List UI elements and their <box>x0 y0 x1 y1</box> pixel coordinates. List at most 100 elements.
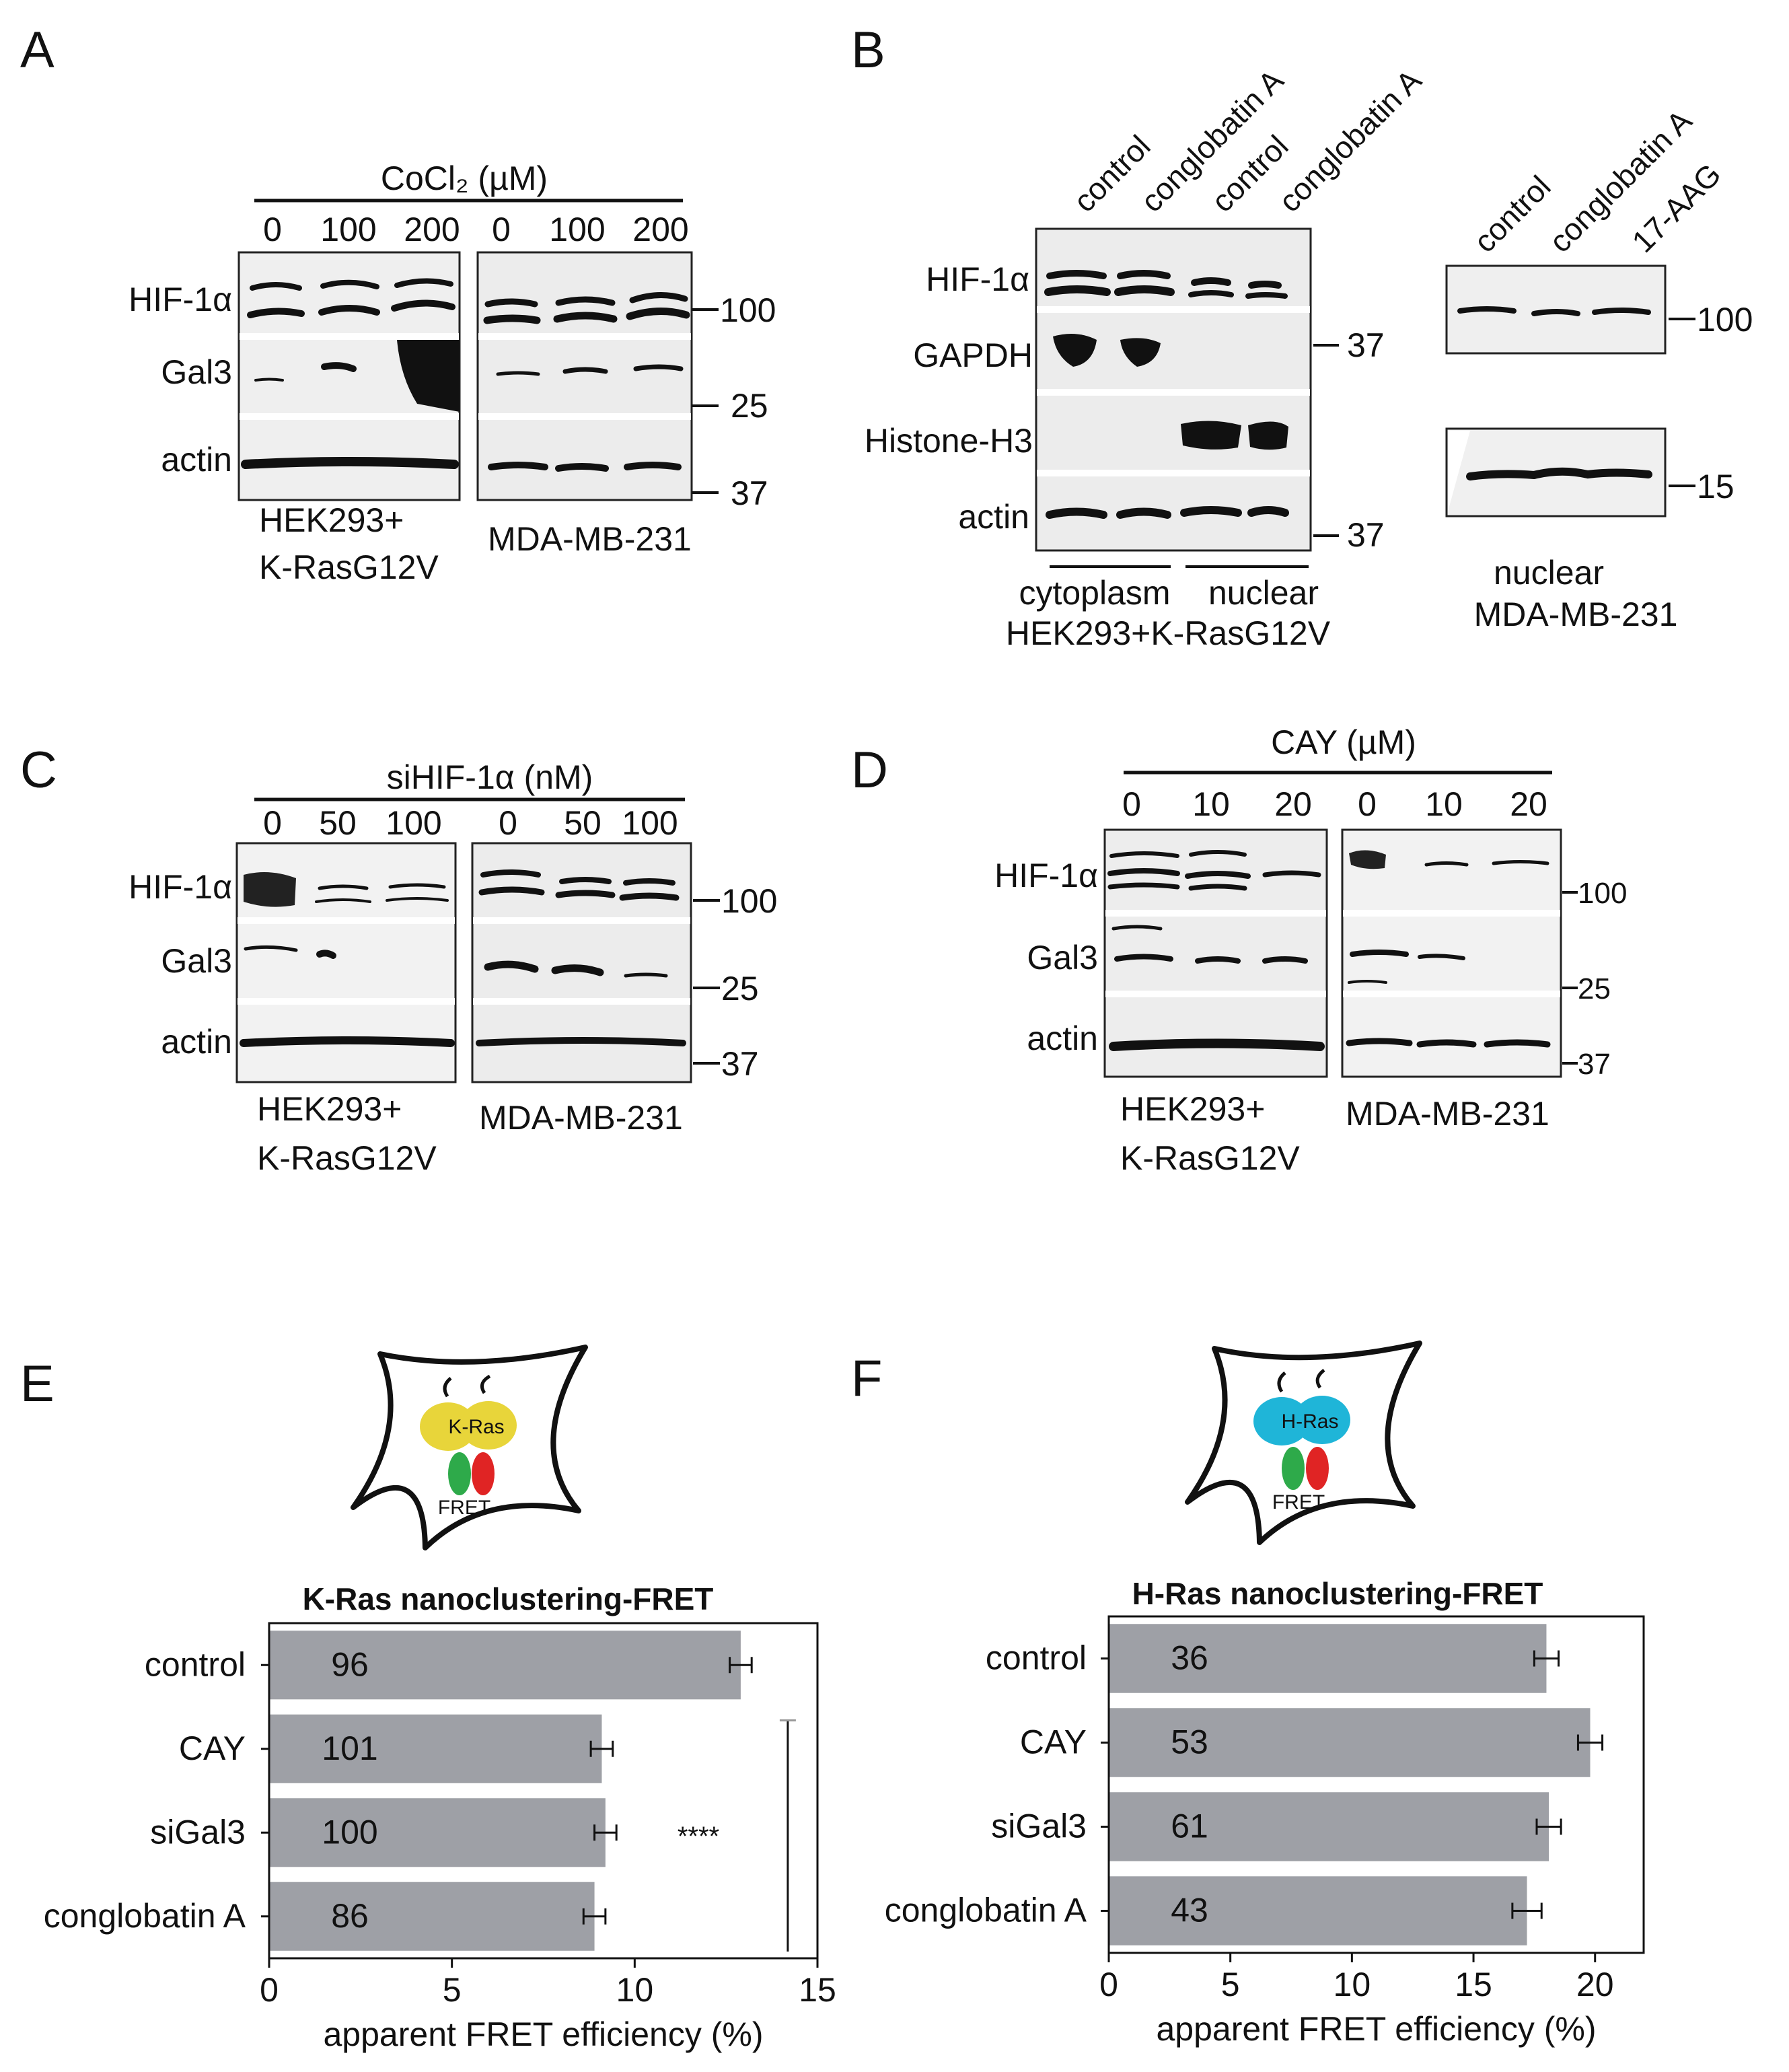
panel-b-row-label: HIF-1α <box>926 260 1029 298</box>
panel-a-dose-3: 0 <box>492 211 511 248</box>
panel-e-schematic-protein: K-Ras <box>448 1416 504 1438</box>
panel-b: B control conglobatin A control congloba… <box>851 22 1753 652</box>
plot-frame <box>1107 1615 1645 1954</box>
bar-conglobatin-a <box>1109 1876 1527 1945</box>
panel-d-marker: 37 <box>1578 1048 1611 1081</box>
bar-n-label: 43 <box>1171 1892 1208 1929</box>
panel-b-right-lane: control <box>1467 169 1557 259</box>
panel-letter-b: B <box>851 22 885 79</box>
panel-b-blot-right-bottom <box>1445 427 1667 517</box>
panel-a-marker: 37 <box>731 474 768 512</box>
x-tick-label: 10 <box>1334 1966 1371 2003</box>
bar-cay <box>1109 1708 1591 1777</box>
panel-d-dose: 10 <box>1425 785 1463 823</box>
panel-d: D CAY (µM) 0 10 20 0 10 20 HIF-1α Gal3 a… <box>851 723 1627 1177</box>
panel-d-row-label: Gal3 <box>1027 939 1098 976</box>
panel-c-row-label: actin <box>161 1023 232 1061</box>
bar-cay <box>269 1714 602 1783</box>
category-label: siGal3 <box>150 1813 246 1851</box>
panel-d-dose: 0 <box>1122 785 1141 823</box>
x-tick-label: 0 <box>260 1971 279 2009</box>
panel-a-dose-0: 0 <box>263 211 282 248</box>
bar-n-label: 86 <box>331 1897 369 1935</box>
panel-c-marker: 37 <box>721 1045 759 1083</box>
panel-d-treatment-label: CAY (µM) <box>1271 723 1416 761</box>
panel-b-lane-label: control <box>1066 129 1157 219</box>
panel-a: A CoCl₂ (µM) 0 100 200 0 100 200 HIF-1α … <box>20 22 776 586</box>
bar-n-label: 61 <box>1171 1808 1208 1845</box>
panel-letter-c: C <box>20 742 57 799</box>
chart-e-significance: **** <box>678 1822 719 1851</box>
panel-b-lane-label: conglobatin A <box>1272 63 1428 219</box>
bar-sigal3 <box>1109 1792 1549 1861</box>
panel-c-treatment-label: siHIF-1α (nM) <box>387 758 593 796</box>
kras-protein-icon <box>420 1402 476 1451</box>
panel-d-row-label: HIF-1α <box>994 857 1098 894</box>
panel-e-schematic-fret: FRET <box>438 1497 490 1519</box>
panel-a-cells-right: MDA-MB-231 <box>488 520 692 558</box>
x-tick-label: 10 <box>616 1971 654 2009</box>
panel-f: F H-Ras FRET H-Ras nanoclustering-FRET 3… <box>851 1341 1645 2048</box>
panel-f-schematic-fret: FRET <box>1272 1491 1325 1513</box>
plot-frame <box>268 1622 819 1960</box>
category-label: conglobatin A <box>885 1892 1087 1929</box>
category-label: conglobatin A <box>44 1897 246 1935</box>
panel-a-cells-left: HEK293+ <box>259 501 404 539</box>
panel-c-dose: 100 <box>622 804 678 842</box>
category-label: control <box>986 1639 1087 1677</box>
panel-letter-f: F <box>851 1350 882 1407</box>
category-label: control <box>145 1645 246 1683</box>
bar-n-label: 101 <box>322 1729 377 1767</box>
panel-c-cells-right: MDA-MB-231 <box>479 1099 683 1137</box>
x-tick-label: 20 <box>1576 1966 1614 2003</box>
panel-letter-a: A <box>20 22 54 79</box>
panel-a-blot-left <box>238 251 461 501</box>
panel-d-dose: 10 <box>1192 785 1230 823</box>
panel-a-blot-right <box>476 251 693 501</box>
panel-a-marker: 25 <box>731 387 768 425</box>
fret-donor-icon <box>1282 1447 1305 1490</box>
panel-c-row-label: HIF-1α <box>129 868 232 906</box>
fret-acceptor-icon <box>472 1452 495 1495</box>
panel-f-schematic: H-Ras FRET <box>1185 1341 1422 1545</box>
panel-d-marker: 100 <box>1578 877 1627 910</box>
panel-d-dose: 20 <box>1274 785 1312 823</box>
panel-d-cells-left: K-RasG12V <box>1120 1139 1300 1177</box>
bar-n-label: 96 <box>331 1645 369 1683</box>
panel-c-dose: 50 <box>564 804 601 842</box>
bar-control <box>269 1631 741 1700</box>
panel-d-blot-left <box>1103 828 1328 1078</box>
panel-b-fraction: cytoplasm <box>1019 574 1170 612</box>
panel-b-blot-main <box>1035 227 1312 552</box>
panel-a-cells-left: K-RasG12V <box>259 548 439 586</box>
x-tick-label: 5 <box>443 1971 462 2009</box>
x-tick-label: 0 <box>1099 1966 1118 2003</box>
bar-n-label: 100 <box>322 1813 377 1851</box>
panel-c-cells-left: K-RasG12V <box>257 1139 437 1177</box>
x-tick-label: 15 <box>1455 1966 1492 2003</box>
panel-c-marker: 100 <box>721 882 777 920</box>
panel-c: C siHIF-1α (nM) 0 50 100 0 50 100 HIF-1α… <box>20 742 777 1177</box>
x-axis-label: apparent FRET efficiency (%) <box>324 2015 764 2053</box>
panel-b-marker: 37 <box>1347 326 1385 364</box>
panel-c-dose: 0 <box>499 804 517 842</box>
panel-b-right-marker: 100 <box>1697 301 1753 338</box>
fret-acceptor-icon <box>1306 1447 1329 1490</box>
panel-d-row-label: actin <box>1027 1020 1098 1057</box>
panel-d-blot-right <box>1341 828 1562 1078</box>
panel-b-right-label: MDA-MB-231 <box>1474 596 1678 633</box>
panel-b-blot-right-top <box>1445 264 1667 355</box>
panel-a-dose-5: 200 <box>632 211 688 248</box>
panel-b-right-marker: 15 <box>1697 468 1735 505</box>
fret-donor-icon <box>448 1452 471 1495</box>
panel-c-marker: 25 <box>721 970 759 1007</box>
chart-f-title: H-Ras nanoclustering-FRET <box>1132 1576 1543 1611</box>
bar-n-label: 53 <box>1171 1723 1208 1761</box>
panel-e: E K-Ras FRET K-Ras nanoclustering-FRET 9… <box>20 1345 836 2053</box>
x-tick-label: 5 <box>1221 1966 1240 2003</box>
panel-b-right-label: nuclear <box>1494 554 1604 592</box>
panel-b-row-label: Histone-H3 <box>865 422 1033 460</box>
panel-c-blot-left <box>235 842 457 1083</box>
